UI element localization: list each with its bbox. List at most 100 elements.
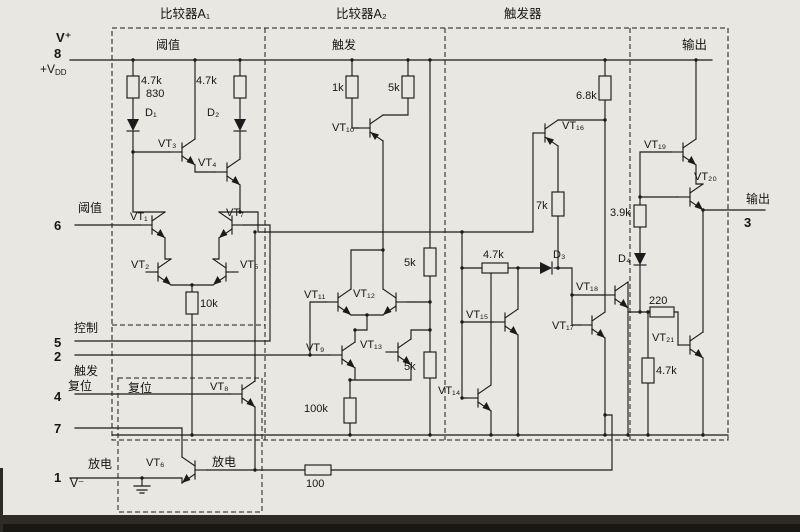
label-830: 830 (146, 88, 164, 100)
pin3-name: 输出 (746, 191, 770, 206)
resistor-1k (345, 75, 359, 99)
junction-dots (131, 58, 705, 480)
label-vt6: VT₆ (146, 457, 165, 469)
label-r-5k-low: 5k (404, 361, 416, 373)
label-r-100k: 100k (304, 403, 328, 415)
sublabel-threshold: 阈值 (156, 37, 180, 52)
resistor-4k7-out (641, 357, 655, 384)
transistor-vt17 (579, 311, 606, 339)
transistors (139, 114, 704, 484)
wires (69, 59, 766, 494)
label-vt14: VT₁₄ (438, 385, 461, 397)
component-labels: 4.7k 830 4.7k D₁ D₂ VT₃ VT₄ VT₁ VT₇ VT₂ … (128, 75, 717, 490)
transistor-vt12 (382, 288, 409, 316)
pin4-number: 4 (54, 389, 62, 404)
transistor-vt20 (677, 183, 704, 211)
label-vt5: VT₅ (240, 259, 259, 271)
transistor-vt15 (492, 308, 519, 336)
transistor-vt10 (357, 114, 384, 142)
transistor-vt4 (214, 158, 241, 186)
label-r-4k7-ff: 4.7k (483, 249, 504, 261)
label-discharge-inner: 放电 (212, 454, 236, 469)
transistor-vt8 (229, 380, 256, 408)
section-frames (111, 27, 729, 513)
label-vt9: VT₉ (306, 342, 324, 354)
transistor-vt5 (212, 258, 239, 286)
label-vt21: VT₂₁ (652, 332, 674, 344)
label-vt10: VT₁₀ (332, 122, 354, 134)
label-r-5k-mid: 5k (404, 257, 416, 269)
resistor-5k-low (423, 351, 437, 379)
label-reset-inner: 复位 (128, 380, 152, 395)
label-d1: D₁ (145, 107, 157, 119)
pin2-name: 触发 (74, 363, 98, 378)
reset-discharge-frame (117, 377, 263, 513)
pin6-name: 阈值 (78, 200, 102, 215)
transistor-vt9 (329, 341, 356, 369)
label-vt2: VT₂ (131, 259, 149, 271)
pin1-number: 1 (54, 470, 61, 485)
section-titles: 比较器A₁ 比较器A₂ 触发器 输出 阈值 触发 (156, 6, 707, 52)
resistor-4k7-ff (481, 262, 509, 274)
scan-edge-left (0, 468, 3, 532)
resistors (126, 75, 675, 476)
label-r-4k7-a1-left: 4.7k (141, 75, 162, 87)
sublabel-trigger: 触发 (332, 37, 356, 52)
section-title-output: 输出 (682, 37, 707, 52)
resistor-5k-mid (423, 247, 437, 277)
label-r-4k7-out: 4.7k (656, 365, 677, 377)
label-r-6k8: 6.8k (576, 90, 597, 102)
label-vt15: VT₁₅ (466, 309, 488, 321)
diode-d3 (540, 261, 553, 275)
resistor-4k7-a1-right (233, 75, 247, 99)
pin5-name: 控制 (74, 321, 98, 335)
section-title-flipflop: 触发器 (504, 6, 542, 21)
pin1-vminus-label: V⁻ (70, 476, 84, 490)
label-r-3k9: 3.9k (610, 207, 631, 219)
label-vt20: VT₂₀ (694, 171, 717, 183)
diode-d4 (633, 253, 647, 266)
label-r-7k: 7k (536, 200, 548, 212)
pin2-number: 2 (54, 349, 61, 364)
pin-labels: V⁺ 8 +VDD 阈值 6 控制 5 2 触发 复位 4 7 放电 1 V⁻ … (40, 30, 770, 490)
resistor-3k9 (633, 204, 647, 228)
label-vt12: VT₁₂ (353, 288, 375, 300)
label-d4: D₄ (618, 253, 631, 265)
label-r-1k: 1k (332, 82, 344, 94)
label-d2: D₂ (207, 107, 219, 119)
label-vt13: VT₁₃ (360, 339, 382, 351)
label-vt16: VT₁₆ (562, 120, 584, 132)
label-vt18: VT₁₈ (576, 281, 598, 293)
scan-edge-bottom-dark (0, 524, 800, 532)
wire-network (69, 59, 766, 494)
resistor-6k8 (598, 75, 612, 101)
transistor-vt2 (145, 258, 172, 286)
pin6-number: 6 (54, 218, 61, 233)
pin4-name: 复位 (68, 378, 92, 393)
label-vt8: VT₈ (210, 381, 229, 393)
resistor-10k (185, 291, 199, 315)
section-title-comparator-a1: 比较器A₁ (160, 6, 210, 21)
resistor-7k (551, 191, 565, 217)
resistor-100k (343, 397, 357, 424)
pin7-number: 7 (54, 421, 61, 436)
diode-d1 (126, 119, 140, 132)
label-r-10k: 10k (200, 298, 218, 310)
transistor-vt16 (532, 119, 559, 147)
transistor-vt11 (325, 288, 352, 316)
pin5-number: 5 (54, 335, 61, 350)
transistor-vt21 (677, 331, 704, 359)
pin8-number: 8 (54, 46, 61, 61)
label-r-5k-top: 5k (388, 82, 400, 94)
pin8-vdd-label: +VDD (40, 62, 67, 77)
transistor-vt19 (670, 138, 697, 166)
diodes (126, 119, 647, 275)
pin8-vplus-label: V⁺ (56, 30, 72, 45)
transistor-vt6 (181, 456, 208, 484)
resistor-4k7-a1-left (126, 75, 140, 99)
resistor-220 (649, 306, 675, 318)
label-vt4: VT₄ (198, 157, 217, 169)
label-r-100: 100 (306, 478, 324, 490)
